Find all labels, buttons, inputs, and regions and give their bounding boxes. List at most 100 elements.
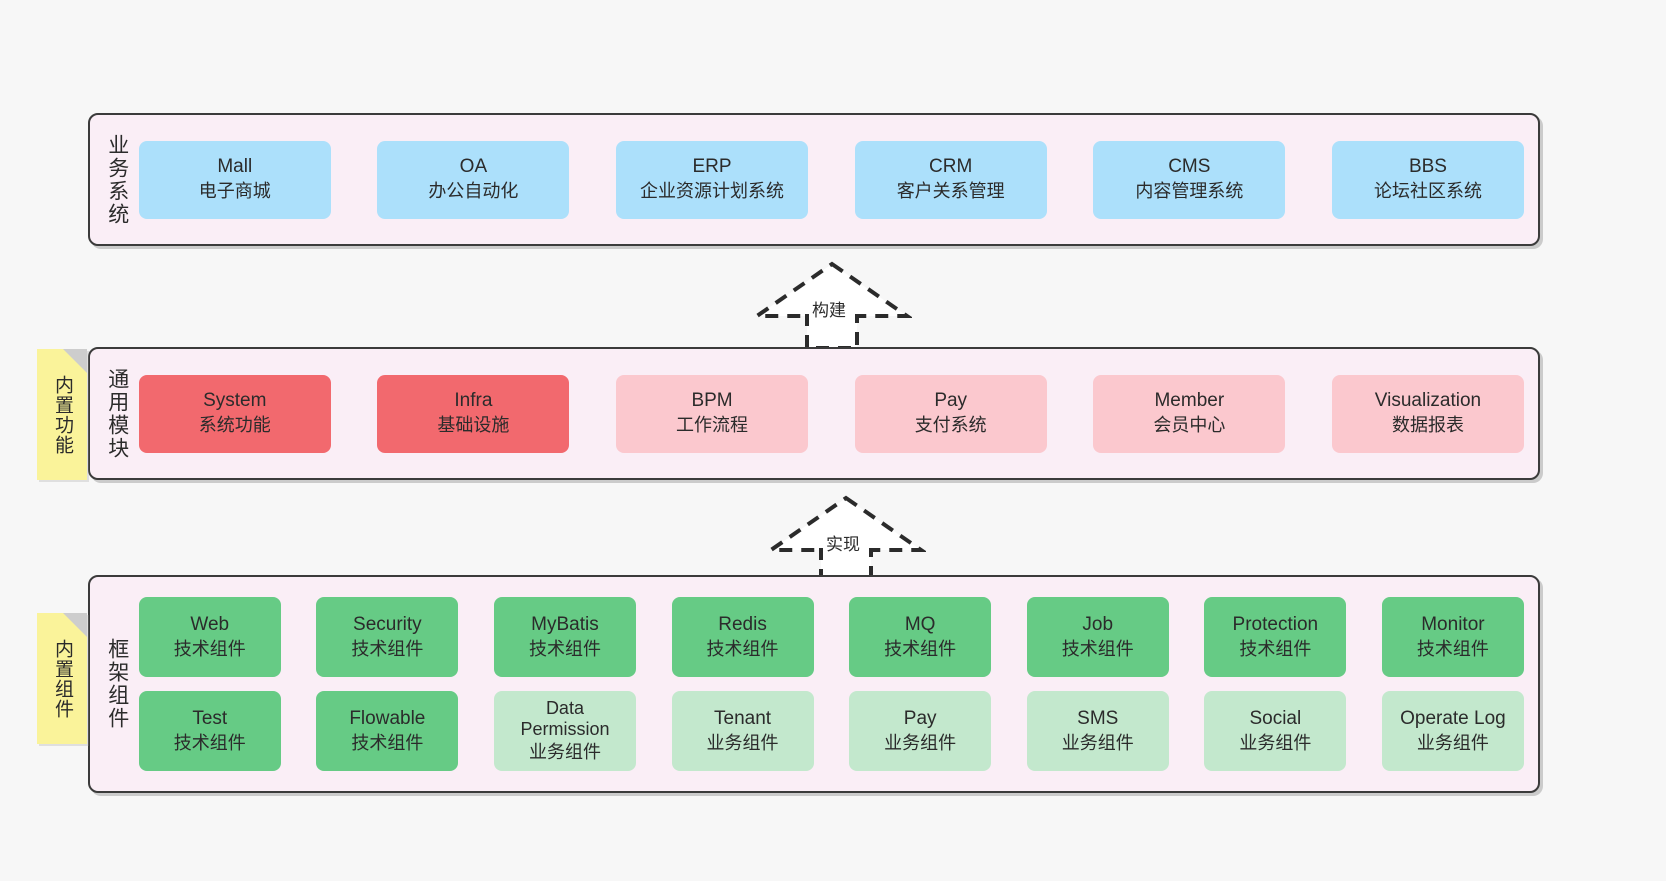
card-infra[interactable]: Infra 基础设施 [377,374,570,453]
card-test-cn: 技术组件 [173,732,246,753]
card-mybatis-cn: 技术组件 [528,638,601,659]
framework-row-tech: Web 技术组件 Security 技术组件 MyBatis 技术组件 Redi… [138,597,1524,677]
layer-title-framework: 框架组件 [105,638,129,730]
card-security[interactable]: Security 技术组件 [316,597,459,677]
card-data-permission[interactable]: Data Permission 业务组件 [493,691,636,771]
card-oa-cn: 办公自动化 [428,181,519,202]
card-cms-cn: 内容管理系统 [1135,181,1244,202]
card-erp-cn: 企业资源计划系统 [640,181,785,202]
card-mall-en: Mall [217,156,253,178]
card-bbs[interactable]: BBS 论坛社区系统 [1331,140,1524,219]
page-fold-icon [63,349,87,373]
arrow-implement-label: 实现 [826,535,860,554]
card-tenant[interactable]: Tenant 业务组件 [671,691,814,771]
card-job[interactable]: Job 技术组件 [1026,597,1169,677]
card-cms[interactable]: CMS 内容管理系统 [1093,140,1286,219]
card-system[interactable]: System 系统功能 [138,374,331,453]
card-protection[interactable]: Protection 技术组件 [1204,597,1347,677]
card-mq-cn: 技术组件 [884,638,957,659]
card-monitor[interactable]: Monitor 技术组件 [1381,597,1524,677]
card-system-cn: 系统功能 [198,415,271,436]
layer-common-modules: 通用模块 System 系统功能 Infra 基础设施 BPM 工作流程 Pay… [88,347,1540,480]
business-card-row: Mall 电子商城 OA 办公自动化 ERP 企业资源计划系统 CRM 客户关系… [135,115,1538,244]
framework-row-business: Test 技术组件 Flowable 技术组件 Data Permission … [138,691,1524,771]
card-crm[interactable]: CRM 客户关系管理 [854,140,1047,219]
sticky-note-builtin-component-text: 内置组件 [52,638,74,719]
card-crm-en: CRM [929,156,973,178]
card-erp[interactable]: ERP 企业资源计划系统 [616,140,809,219]
card-operate-log[interactable]: Operate Log 业务组件 [1381,691,1524,771]
card-redis-cn: 技术组件 [706,638,779,659]
card-member-cn: 会员中心 [1153,415,1226,436]
card-web-cn: 技术组件 [173,638,246,659]
card-job-cn: 技术组件 [1061,638,1134,659]
card-pay-component-cn: 业务组件 [884,732,957,753]
card-bbs-en: BBS [1408,156,1447,178]
card-member[interactable]: Member 会员中心 [1093,374,1286,453]
card-infra-en: Infra [454,390,493,412]
arrow-build: 构建 [750,258,914,350]
card-bpm-cn: 工作流程 [676,415,749,436]
card-data-permission-cn: 业务组件 [528,741,601,762]
card-data-permission-en: Data Permission [520,698,610,740]
card-bpm-en: BPM [691,390,733,412]
sticky-note-builtin-component: 内置组件 [37,613,87,744]
layer-framework-components: 框架组件 Web 技术组件 Security 技术组件 MyBatis 技术组件… [88,575,1540,793]
card-flowable-en: Flowable [349,707,426,729]
card-tenant-cn: 业务组件 [706,732,779,753]
card-visualization-cn: 数据报表 [1391,415,1464,436]
card-flowable[interactable]: Flowable 技术组件 [316,691,459,771]
card-crm-cn: 客户关系管理 [896,181,1005,202]
card-sms[interactable]: SMS 业务组件 [1026,691,1169,771]
card-job-en: Job [1082,613,1114,635]
card-pay-module[interactable]: Pay 支付系统 [854,374,1047,453]
framework-card-grid: Web 技术组件 Security 技术组件 MyBatis 技术组件 Redi… [135,577,1538,791]
card-protection-cn: 技术组件 [1239,638,1312,659]
card-system-en: System [203,390,267,412]
card-redis[interactable]: Redis 技术组件 [671,597,814,677]
card-erp-en: ERP [692,156,732,178]
card-protection-en: Protection [1232,613,1319,635]
card-test[interactable]: Test 技术组件 [138,691,281,771]
module-card-row: System 系统功能 Infra 基础设施 BPM 工作流程 Pay 支付系统… [135,349,1538,478]
card-monitor-cn: 技术组件 [1416,638,1489,659]
card-bbs-cn: 论坛社区系统 [1373,181,1482,202]
arrow-build-label: 构建 [812,301,846,320]
card-web-en: Web [190,613,230,635]
card-security-cn: 技术组件 [351,638,424,659]
card-sms-cn: 业务组件 [1061,732,1134,753]
card-infra-cn: 基础设施 [437,415,510,436]
card-member-en: Member [1154,390,1225,412]
card-mall-cn: 电子商城 [198,181,271,202]
layer-business-systems: 业务系统 Mall 电子商城 OA 办公自动化 ERP 企业资源计划系统 CRM… [88,113,1540,246]
card-monitor-en: Monitor [1421,613,1485,635]
card-pay-component[interactable]: Pay 业务组件 [849,691,992,771]
layer-title-modules: 通用模块 [105,367,129,460]
card-mq-en: MQ [904,613,936,635]
arrow-implement: 实现 [764,492,928,584]
card-security-en: Security [353,613,422,635]
page-fold-icon [63,613,87,637]
card-bpm[interactable]: BPM 工作流程 [616,374,809,453]
card-test-en: Test [192,707,228,729]
card-visualization[interactable]: Visualization 数据报表 [1331,374,1524,453]
card-social-en: Social [1249,707,1302,729]
card-pay-module-en: Pay [934,390,968,412]
card-pay-component-en: Pay [903,707,937,729]
card-flowable-cn: 技术组件 [351,732,424,753]
card-mall[interactable]: Mall 电子商城 [138,140,331,219]
card-oa[interactable]: OA 办公自动化 [377,140,570,219]
layer-title-business: 业务系统 [105,133,129,226]
card-mq[interactable]: MQ 技术组件 [849,597,992,677]
card-mybatis[interactable]: MyBatis 技术组件 [493,597,636,677]
sticky-note-builtin-function: 内置功能 [37,349,87,480]
card-web[interactable]: Web 技术组件 [138,597,281,677]
card-oa-en: OA [459,156,488,178]
card-operate-log-en: Operate Log [1400,707,1506,729]
arrow-build-icon [750,261,914,350]
card-visualization-en: Visualization [1374,390,1482,412]
card-mybatis-en: MyBatis [531,613,599,635]
card-sms-en: SMS [1077,707,1119,729]
card-social[interactable]: Social 业务组件 [1204,691,1347,771]
